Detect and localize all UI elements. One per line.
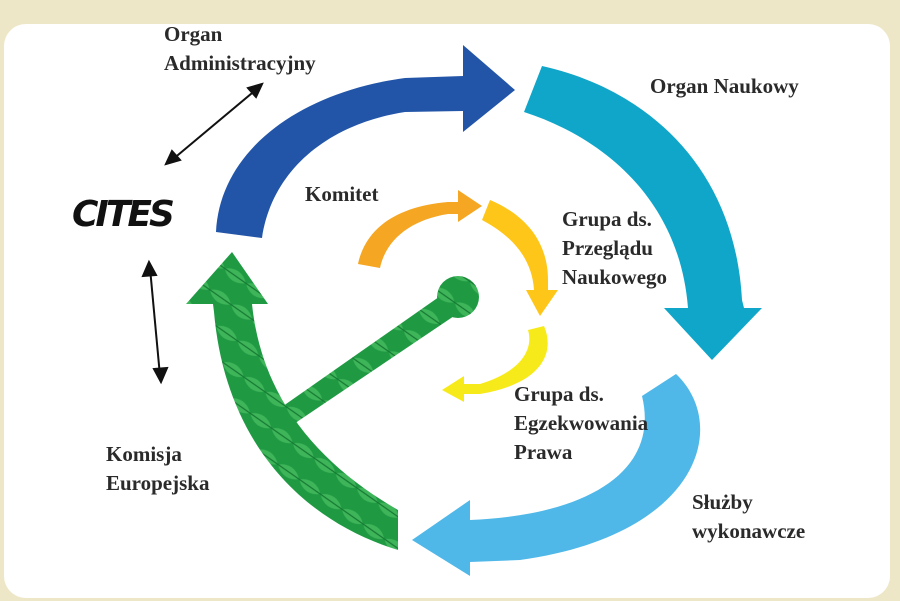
arrow-grupa-egzekwowania bbox=[442, 326, 548, 402]
cites-logo: CITES bbox=[72, 194, 175, 235]
label-organ-naukowy: Organ Naukowy bbox=[650, 74, 799, 98]
arrow-grupa-przegladu bbox=[482, 200, 558, 316]
green-hub bbox=[437, 276, 479, 318]
label-grupa-egzekwowania-prawa: Grupa ds. Egzekwowania Prawa bbox=[514, 382, 649, 464]
arrow-organ-naukowy bbox=[524, 66, 762, 360]
label-komitet: Komitet bbox=[305, 182, 379, 206]
label-sluzby-wykonawcze: Służby wykonawcze bbox=[692, 490, 806, 543]
connector-admin-cites bbox=[164, 82, 264, 166]
label-organ-administracyjny: Organ Administracyjny bbox=[164, 22, 316, 75]
arrow-komisja-europejska bbox=[186, 252, 398, 550]
green-spoke bbox=[266, 292, 460, 436]
arrow-organ-administracyjny bbox=[216, 45, 515, 238]
arrow-komitet bbox=[358, 190, 482, 268]
label-komisja-europejska: Komisja Europejska bbox=[106, 442, 210, 495]
arrow-sluzby-wykonawcze bbox=[412, 374, 701, 576]
label-grupa-przegladu-naukowego: Grupa ds. Przeglądu Naukowego bbox=[562, 207, 668, 289]
connector-cites-komisja bbox=[141, 259, 169, 385]
